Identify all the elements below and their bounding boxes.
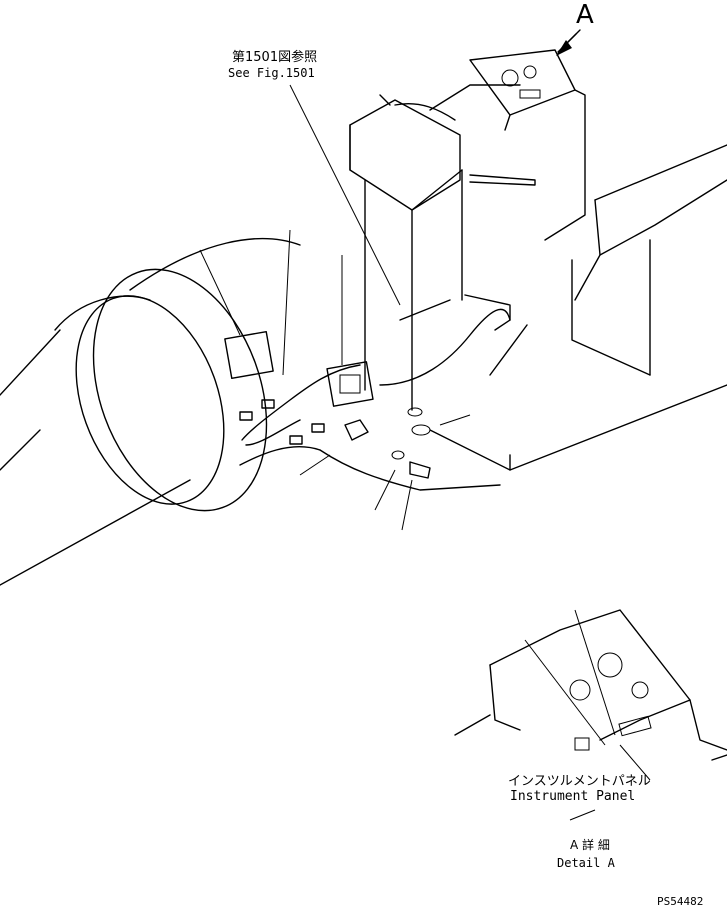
view-marker-a: A <box>576 0 594 30</box>
reference-label-jp: 第1501図参照 <box>232 50 318 65</box>
detail-label-jp: A 詳 細 <box>570 838 610 852</box>
control-column <box>349 94 536 411</box>
cylinder-assembly <box>0 237 501 586</box>
detail-label-en: Detail A <box>557 856 615 870</box>
drawing-number: PS54482 <box>657 895 704 908</box>
leader-lines <box>199 84 471 531</box>
detail-a-inset <box>454 609 727 821</box>
view-arrow-a <box>556 29 581 56</box>
panel-label-jp: インスツルメントパネル <box>508 774 651 789</box>
wire-harness <box>224 294 511 479</box>
panel-label-en: Instrument Panel <box>510 789 636 804</box>
operator-console <box>429 49 727 471</box>
reference-label-en: See Fig.1501 <box>228 66 315 80</box>
